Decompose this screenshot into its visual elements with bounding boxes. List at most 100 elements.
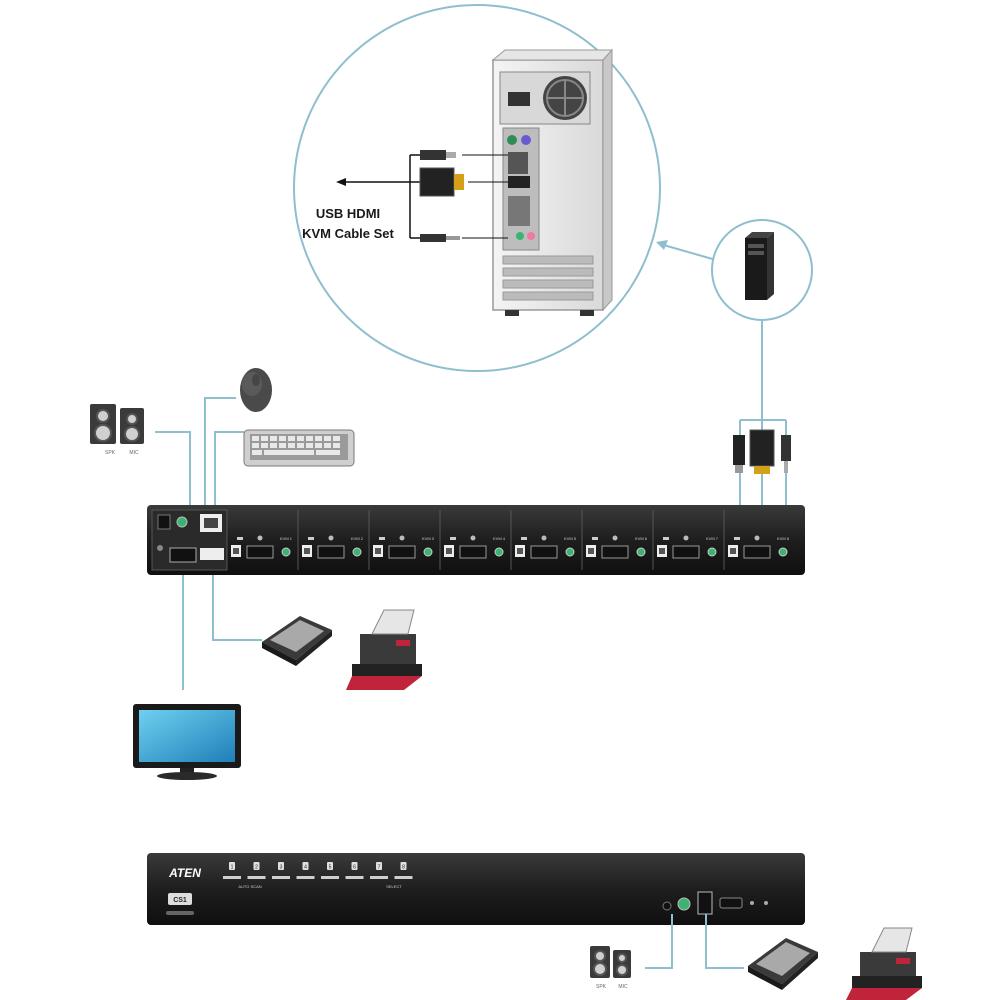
front-port-button[interactable]: 8 (394, 862, 413, 879)
rear-port-label: KVM 3 (422, 536, 435, 541)
audio-port (352, 547, 362, 557)
usb-b-port-inner (588, 548, 594, 554)
audio-port (565, 547, 575, 557)
keyboard (214, 429, 355, 505)
rear-port-label: KVM 5 (564, 536, 577, 541)
computer-tower-rear (491, 48, 614, 316)
port-number-label: 2 (255, 865, 258, 871)
hdmi-screw (683, 535, 689, 541)
port-led (253, 862, 260, 870)
scanner-top (262, 616, 332, 666)
speakers-bottom: SPK MIC (590, 946, 631, 990)
rear-port-label: KVM 8 (777, 536, 790, 541)
hdmi-port (601, 545, 629, 559)
usb-b-port-inner (446, 548, 452, 554)
port-led (229, 862, 235, 870)
port-button-bar[interactable] (370, 876, 388, 879)
hdmi-port (743, 545, 771, 559)
usb-symbol (663, 537, 669, 540)
kvm-cable-set-illustration (336, 150, 508, 242)
front-port-button[interactable]: 2 (247, 862, 266, 879)
kvm-switch-front: ATEN CS1 AUTO SCAN SELECT (147, 853, 805, 925)
printer-top (346, 609, 422, 690)
callout-label-line2: KVM Cable Set (302, 226, 394, 241)
front-port-button[interactable]: 5 (321, 862, 339, 879)
rear-port-group: KVM 5 (510, 510, 577, 570)
port-number-label: 3 (280, 865, 283, 871)
model-badge-text: CS1 (173, 897, 187, 904)
usb-symbol (521, 537, 527, 540)
usb-symbol (592, 537, 598, 540)
hdmi-port (388, 545, 416, 559)
front-port-button[interactable]: 4 (296, 862, 315, 879)
port-button-bar[interactable] (394, 876, 413, 879)
port-button-bar[interactable] (296, 876, 315, 879)
usb-b-port-inner (304, 548, 310, 554)
rear-port-label: KVM 4 (493, 536, 506, 541)
usb-b-port-inner (233, 548, 239, 554)
front-usb-port (697, 891, 713, 915)
port-button-bar[interactable] (223, 876, 241, 879)
audio-port (636, 547, 646, 557)
port-button-bar[interactable] (272, 876, 290, 879)
usb-symbol (379, 537, 385, 540)
port-number-label: 4 (304, 865, 307, 871)
hdmi-port (530, 545, 558, 559)
usb-symbol (734, 537, 740, 540)
usb-peripheral-cable (212, 575, 262, 641)
usb-b-port-inner (375, 548, 381, 554)
front-port-button[interactable]: 7 (370, 862, 388, 879)
brand-logo-text: ATEN (168, 866, 201, 880)
audio-port (281, 547, 291, 557)
rear-port-label: KVM 6 (635, 536, 648, 541)
front-port-button[interactable]: 6 (345, 862, 364, 879)
speakers-top: SPK MIC (90, 404, 191, 505)
callout-arrowhead (656, 240, 668, 250)
callout-magnifier: USB HDMI KVM Cable Set (293, 4, 717, 372)
port-button-bar[interactable] (345, 876, 364, 879)
front-group-label-right: SELECT (386, 884, 402, 889)
mouse (204, 368, 272, 505)
usb-b-port-inner (517, 548, 523, 554)
audio-port (423, 547, 433, 557)
front-port-button[interactable]: 3 (272, 862, 290, 879)
scanner-bottom (748, 938, 818, 990)
port-button-bar[interactable] (321, 876, 339, 879)
rear-port-label: KVM 1 (280, 536, 293, 541)
front-port-button[interactable]: 1 (223, 862, 241, 879)
audio-port (778, 547, 788, 557)
port-button-bar[interactable] (247, 876, 266, 879)
hdmi-screw (754, 535, 760, 541)
port-led (351, 862, 358, 870)
usb-b-port-inner (659, 548, 665, 554)
hdmi-screw (257, 535, 263, 541)
callout-label-line1: USB HDMI (316, 206, 380, 221)
port-number-label: 8 (402, 865, 405, 871)
port-led (278, 862, 284, 870)
callout-connector (659, 243, 717, 261)
hdmi-screw (399, 535, 405, 541)
rear-port-group: KVM 8 (723, 510, 790, 570)
port-number-label: 7 (378, 865, 381, 871)
front-port-buttons: 1 2 3 4 5 6 7 8 (223, 862, 413, 879)
port-led (302, 862, 309, 870)
front-group-label-left: AUTO SCAN (238, 884, 261, 889)
hdmi-screw (470, 535, 476, 541)
port-led (327, 862, 333, 870)
port-number-label: 6 (353, 865, 356, 871)
port-led (400, 862, 407, 870)
rear-port-group: KVM 6 (581, 510, 648, 570)
rear-port-group: KVM 4 (439, 510, 506, 570)
rear-port-group: KVM 1 (231, 535, 293, 559)
hdmi-screw (612, 535, 618, 541)
usb-symbol (308, 537, 314, 540)
usb-symbol (450, 537, 456, 540)
monitor (133, 704, 241, 780)
rear-port-group: KVM 7 (652, 510, 719, 570)
usb-b-port-inner (730, 548, 736, 554)
speaker-label-left-bottom: SPK (596, 984, 607, 990)
rear-port-label: KVM 7 (706, 536, 719, 541)
audio-port (707, 547, 717, 557)
